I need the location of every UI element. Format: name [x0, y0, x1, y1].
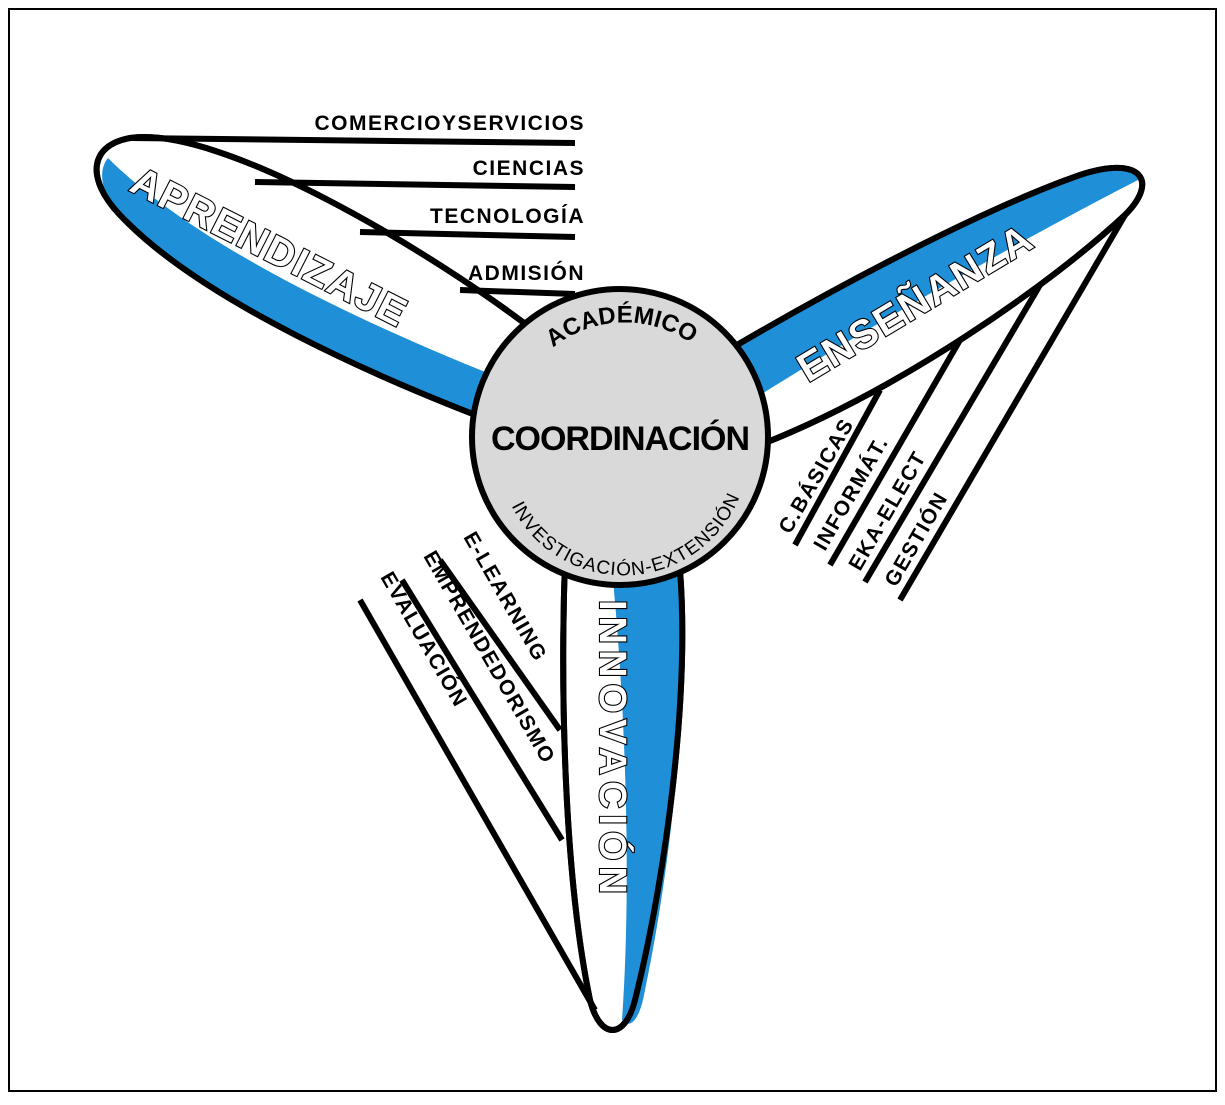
- branch-label-ciencias: CIENCIAS: [473, 157, 585, 180]
- branch-line: [460, 290, 575, 294]
- blade-title-innovacion: INNOVACIÓN: [591, 600, 635, 900]
- branch-label-admision: ADMISIÓN: [468, 261, 585, 285]
- hub-center-label: COORDINACIÓN: [491, 420, 749, 458]
- hub: ACADÉMICO COORDINACIÓN INVESTIGACIÓN-EXT…: [472, 289, 768, 585]
- branch-label-comercio: COMERCIOYSERVICIOS: [315, 112, 586, 135]
- branch-label-tecnologia: TECNOLOGÍA: [430, 205, 585, 228]
